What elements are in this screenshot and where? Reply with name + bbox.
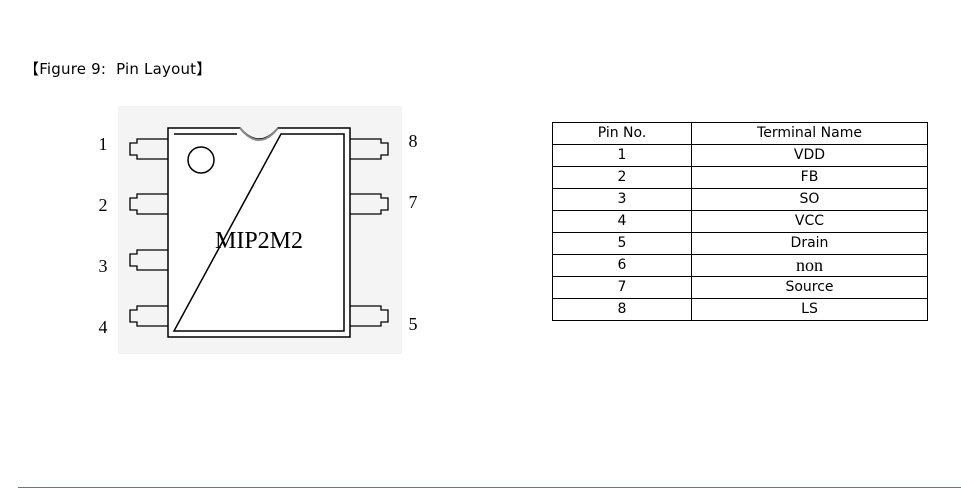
cell-terminal-name: LS — [691, 298, 928, 321]
cell-pin: 7 — [552, 276, 692, 299]
left-pin-leads — [129, 138, 168, 327]
cell-terminal-name: VDD — [691, 144, 928, 167]
cell-terminal-name: Source — [691, 276, 928, 299]
right-pin-leads — [350, 138, 389, 327]
cell-pin: 8 — [552, 298, 692, 321]
pin-number-7: 7 — [409, 192, 418, 212]
pin-number-2: 2 — [99, 195, 108, 215]
package-inner-outline — [172, 133, 345, 332]
header-pin-no: Pin No. — [552, 122, 692, 145]
pin-number-1: 1 — [99, 134, 108, 154]
table-row: 5 Drain — [552, 232, 928, 255]
pin-number-5: 5 — [409, 314, 418, 334]
cell-terminal-name: SO — [691, 188, 928, 211]
cell-pin: 2 — [552, 166, 692, 189]
bottom-divider — [18, 487, 961, 488]
cell-terminal-name: FB — [691, 166, 928, 189]
table-row: 2 FB — [552, 166, 928, 189]
table-row: 8 LS — [552, 298, 928, 321]
table-row: 1 VDD — [552, 144, 928, 167]
cell-terminal-name: non — [691, 254, 928, 277]
cell-pin: 4 — [552, 210, 692, 233]
table-row: 3 SO — [552, 188, 928, 211]
table-header-row: Pin No. Terminal Name — [552, 122, 928, 145]
pin-number-3: 3 — [99, 256, 108, 276]
cell-pin: 1 — [552, 144, 692, 167]
cell-pin: 6 — [552, 254, 692, 277]
figure-title: 【Figure 9: Pin Layout】 — [24, 60, 212, 78]
table-row: 4 VCC — [552, 210, 928, 233]
chip-label: MIP2M2 — [215, 228, 303, 254]
cell-terminal-name: VCC — [691, 210, 928, 233]
table-row: 7 Source — [552, 276, 928, 299]
pin-number-8: 8 — [409, 131, 418, 151]
pin-number-4: 4 — [99, 317, 108, 337]
table-row: 6 non — [552, 254, 928, 277]
header-terminal-name: Terminal Name — [691, 122, 928, 145]
pin1-marker-circle — [187, 146, 215, 174]
package-notch — [239, 127, 279, 141]
cell-pin: 3 — [552, 188, 692, 211]
cell-pin: 5 — [552, 232, 692, 255]
terminal-table: Pin No. Terminal Name 1 VDD 2 FB 3 SO 4 … — [552, 122, 928, 321]
cell-terminal-name: Drain — [691, 232, 928, 255]
